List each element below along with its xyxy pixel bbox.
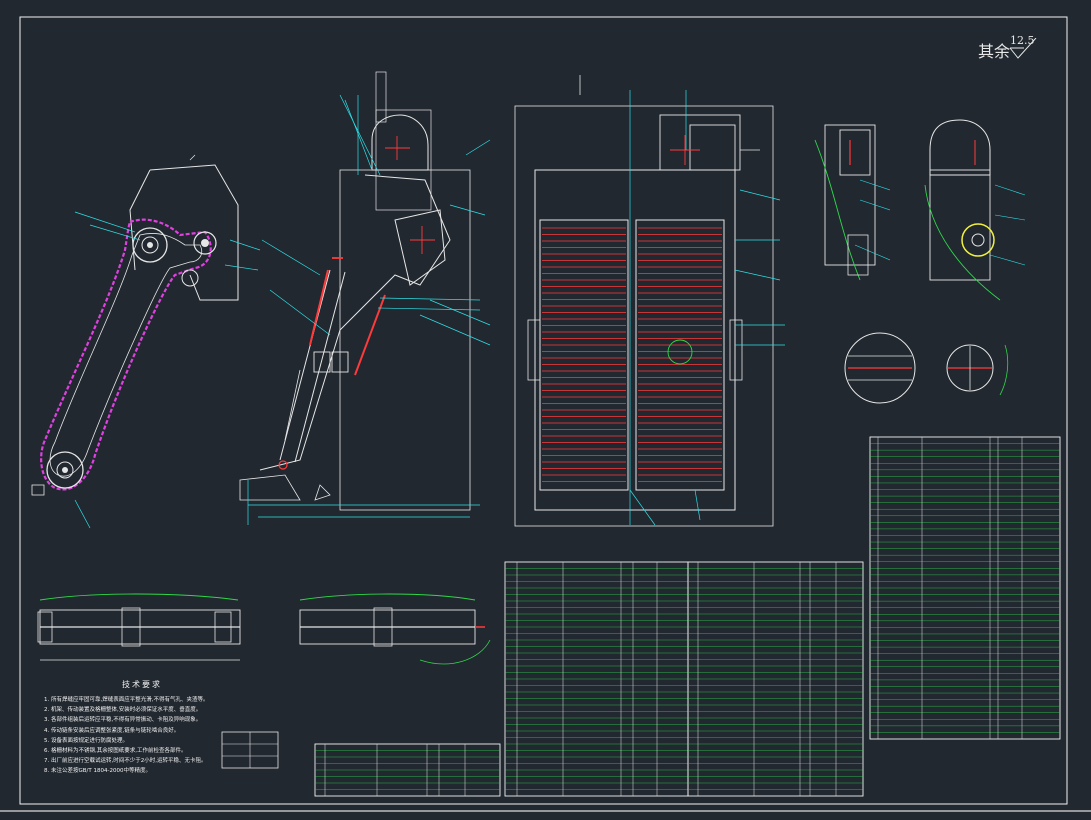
- note-line: 6. 格栅材料为不锈钢,其余按图纸要求,工作前检查各部件。: [44, 748, 187, 755]
- section-view-a: [37, 593, 241, 661]
- notes-title: 技术要求: [122, 680, 162, 689]
- end-detail-view: [924, 119, 1026, 301]
- note-line: 3. 各部件组装后运转应平稳,不得有异常振动、卡阻及异响现象。: [44, 717, 202, 724]
- roughness-label: 其余: [978, 42, 1011, 61]
- note-line: 1. 所有焊缝应牢固可靠,焊缝表面应平整光滑,不得有气孔、夹渣等。: [44, 697, 209, 703]
- chain-conveyor-view: [31, 154, 261, 529]
- tension-sprocket: [193, 231, 217, 255]
- roughness-value: 12.5: [1010, 34, 1035, 47]
- notes-lines: 1. 所有焊缝应牢固可靠,焊缝表面应平整光滑,不得有气孔、夹渣等。 2. 机架、传…: [44, 695, 209, 777]
- drive-sprocket: [132, 227, 168, 263]
- note-line: 8. 未注公差按GB/T 1804-2000中等精度。: [44, 768, 151, 775]
- gear-wheel: [961, 223, 995, 257]
- note-line: 4. 传动链条安装后应调整张紧度,链条与链轮啮合良好。: [44, 727, 180, 734]
- drawing-border: [19, 16, 1068, 805]
- parts-list-table-notes: [314, 436, 1061, 797]
- roughness-check-icon: [1009, 38, 1037, 59]
- bottom-sprocket: [46, 451, 84, 489]
- surface-roughness-symbol: 其余 12.5: [978, 34, 1037, 62]
- note-line: 7. 出厂前应进行空载试运转,时间不少于2小时,运转平稳、无卡阻。: [44, 758, 207, 765]
- note-line: 2. 机架、传动装置及格栅整体,安装时必须保证水平度、垂直度。: [44, 707, 202, 714]
- screen-bars: [542, 227, 722, 482]
- detail-circle-b: [946, 344, 1009, 396]
- parts-list-table-right: [687, 561, 864, 797]
- front-elevation-view: [514, 75, 785, 527]
- side-detail-view: [814, 124, 891, 281]
- parts-list-table-left: [504, 561, 689, 797]
- section-view-b: [299, 593, 491, 665]
- note-line: 5. 设备表面按规定进行防腐处理。: [44, 737, 128, 744]
- detail-circle-a: [844, 332, 916, 404]
- side-elevation-view: [239, 71, 491, 525]
